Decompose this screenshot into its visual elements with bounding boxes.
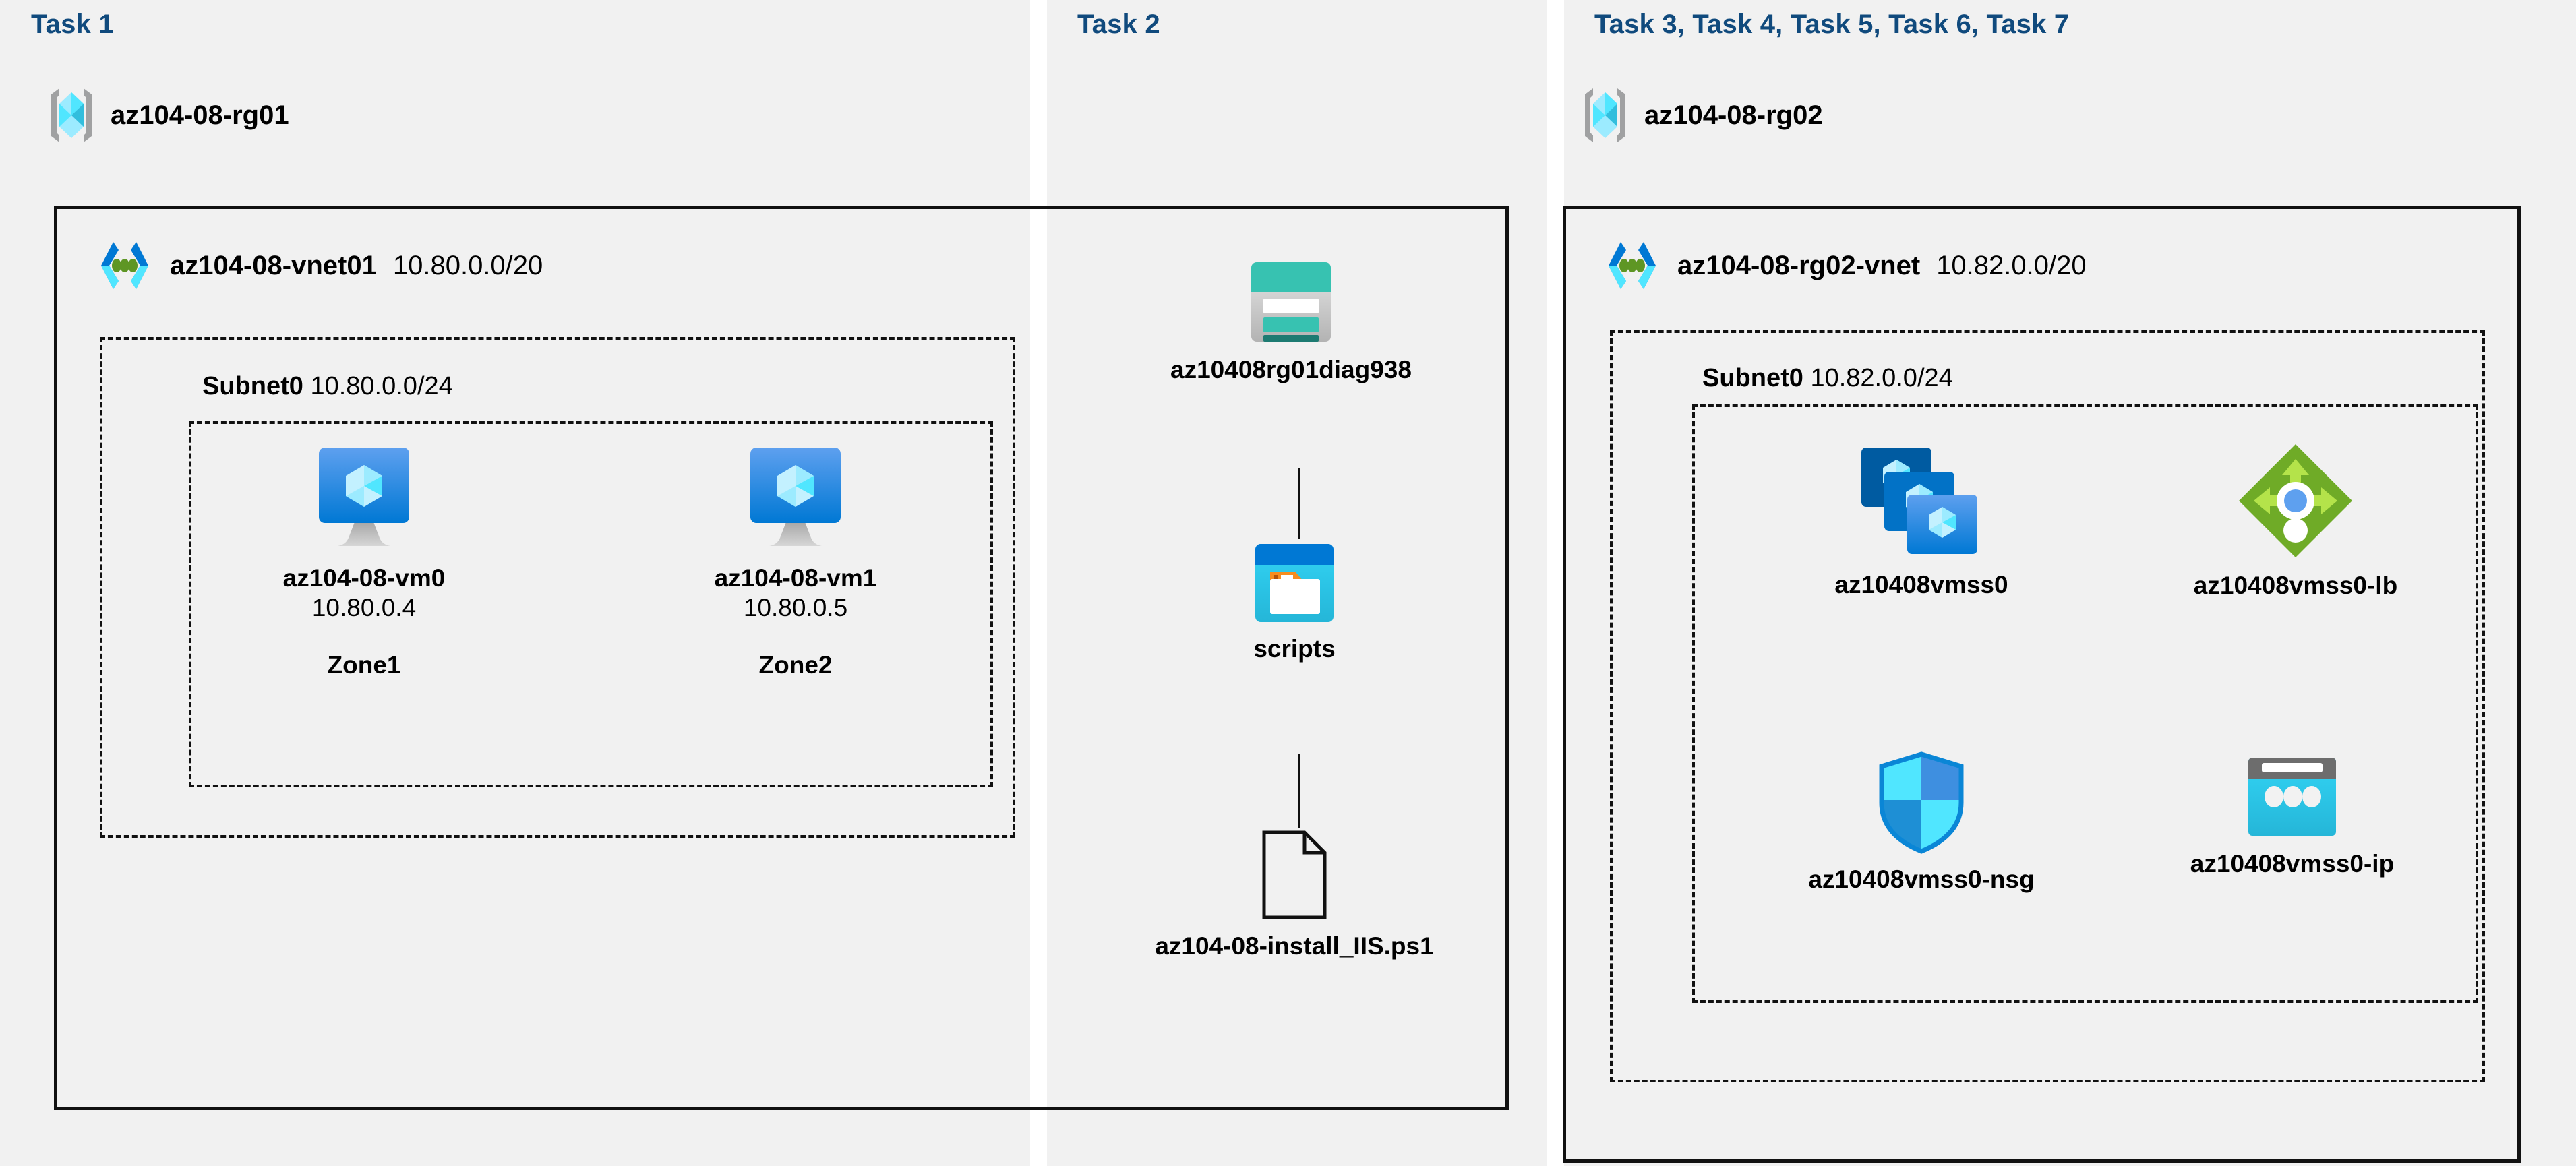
vm-name: az104-08-vm0 [282,564,446,592]
task1-label: Task 1 [31,9,114,39]
connector-scripts-to-file [1298,754,1300,828]
task3-label: Task 3, Task 4, Task 5, Task 6, Task 7 [1594,9,2070,39]
vmss-group-boundary [1692,404,2478,1003]
vm-name: az104-08-vm1 [714,564,877,592]
vm-ip: 10.80.0.4 [311,593,417,621]
vnet02-boundary [1563,206,2521,1163]
load-balancer-icon [2236,441,2355,560]
resource-group-icon [1581,86,1629,144]
vnet-cidr: 10.80.0.0/20 [392,250,543,280]
subnet0-label-left: Subnet0 10.80.0.0/24 [202,372,453,401]
task3-panel [1564,0,2576,1166]
storage-account-icon [1249,259,1334,344]
virtual-machine-icon [746,445,845,553]
nsg-name: az10408vmss0-nsg [1808,865,2035,893]
vnet01-boundary [54,206,1509,1110]
resource-group-rg02: az104-08-rg02 [1581,86,1823,144]
node-script-file[interactable]: az104-08-install_IIS.ps1 [1155,829,1434,961]
task2-label: Task 2 [1077,9,1160,39]
vm-zone: Zone1 [327,651,401,679]
node-vmss[interactable]: az10408vmss0 [1780,445,2063,600]
connector-storage-to-scripts [1298,468,1300,539]
resource-group-name: az104-08-rg01 [111,100,289,130]
vm-scale-set-icon [1857,445,1985,559]
vnet02-header: az104-08-rg02-vnet 10.82.0.0/20 [1603,239,2087,292]
blob-container-name: scripts [1253,635,1336,663]
vm-zone: Zone2 [758,651,833,679]
subnet-name: Subnet0 [1702,364,1803,392]
virtual-network-icon [1603,239,1661,292]
node-blob-container[interactable]: scripts [1193,543,1396,664]
node-public-ip[interactable]: az10408vmss0-ip [2151,755,2434,879]
vnet-name: az104-08-vnet01 [170,250,377,280]
subnet0-boundary-left [100,337,1015,838]
node-storage-account[interactable]: az10408rg01diag938 [1149,259,1433,385]
script-file-name: az104-08-install_IIS.ps1 [1155,932,1434,960]
blob-container-icon [1254,543,1335,623]
vnet-cidr: 10.82.0.0/20 [1936,250,2087,280]
node-nsg[interactable]: az10408vmss0-nsg [1773,751,2070,894]
node-load-balancer[interactable]: az10408vmss0-lb [2151,441,2440,601]
subnet-cidr: 10.82.0.0/24 [1810,364,1953,392]
vm-ip: 10.80.0.5 [743,593,848,621]
storage-account-name: az10408rg01diag938 [1170,356,1412,383]
vnet01-header: az104-08-vnet01 10.80.0.0/20 [96,239,543,292]
network-security-group-icon [1878,751,1965,854]
vmss-name: az10408vmss0 [1834,571,2008,599]
task1-panel [0,0,1030,1166]
file-icon [1259,829,1330,921]
load-balancer-name: az10408vmss0-lb [2193,572,2398,599]
subnet0-label-right: Subnet0 10.82.0.0/24 [1702,364,1953,393]
resource-group-rg01: az104-08-rg01 [47,86,289,144]
virtual-machine-icon [315,445,413,553]
vm-group-boundary [189,421,993,787]
subnet-name: Subnet0 [202,372,303,400]
subnet-cidr: 10.80.0.0/24 [310,372,453,400]
resource-group-icon [47,86,96,144]
virtual-network-icon [96,239,154,292]
subnet0-boundary-right [1610,330,2485,1082]
node-vm1[interactable]: az104-08-vm1 10.80.0.5 Zone2 [694,445,897,679]
node-vm0[interactable]: az104-08-vm0 10.80.0.4 Zone1 [263,445,465,679]
public-ip-address-icon [2246,755,2339,838]
public-ip-name: az10408vmss0-ip [2190,850,2395,878]
vnet-name: az104-08-rg02-vnet [1677,250,1921,280]
resource-group-name: az104-08-rg02 [1644,100,1823,130]
